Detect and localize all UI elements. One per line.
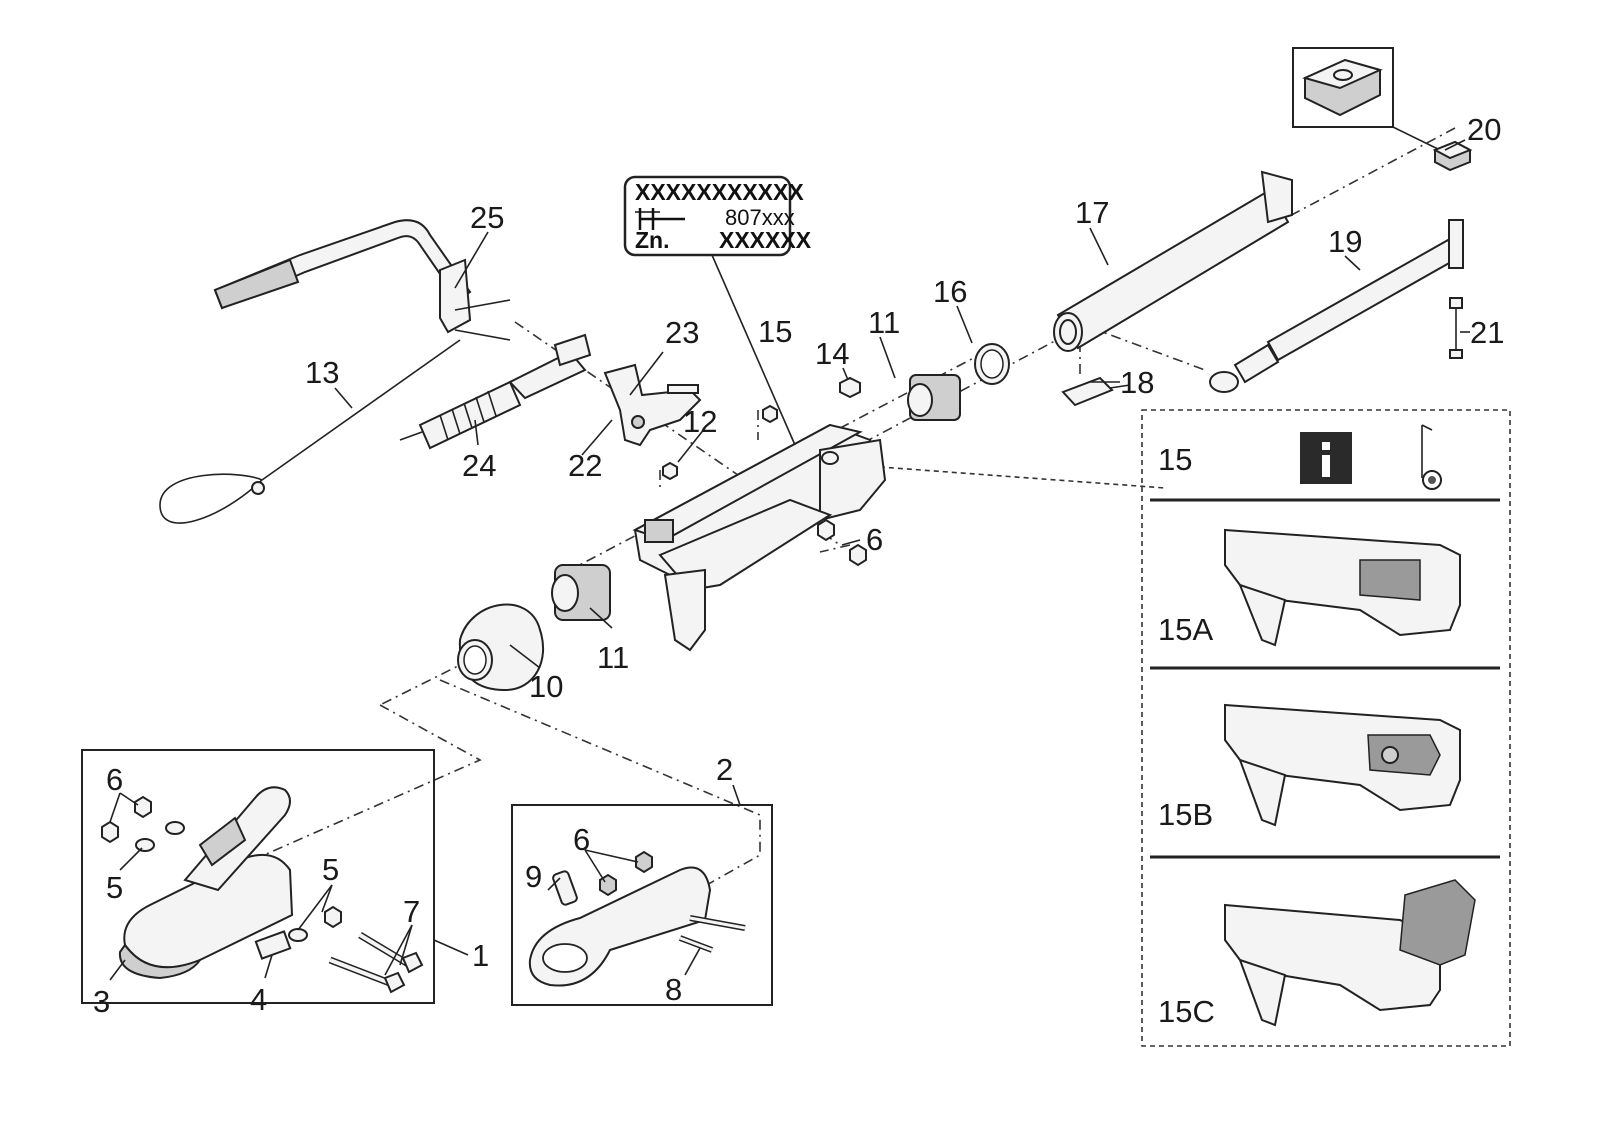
item-11-bushing-lower: [551, 564, 611, 621]
variant-15a: 15A: [1158, 528, 1461, 647]
callout-5b: 5: [322, 852, 339, 887]
item-17-tube: [1053, 170, 1293, 352]
callout-17: 17: [1075, 195, 1109, 230]
coupling-bolts: [328, 931, 424, 994]
variant-15c-label: 15C: [1158, 994, 1215, 1029]
item-15-drawbar-housing: [632, 423, 887, 652]
callout-6c: 6: [866, 522, 883, 557]
callout-5a: 5: [106, 870, 123, 905]
jockey-wheel-icon: [1421, 424, 1442, 490]
callout-2: 2: [716, 752, 733, 787]
callout-numbers: 1 2 3 4 5 5 6 6 6 7 8 9 10 11 11 12 13 1…: [93, 112, 1504, 1019]
item-16-ring: [974, 343, 1010, 385]
info-icon: [1300, 432, 1352, 484]
variant-15a-label: 15A: [1158, 612, 1213, 647]
type-plate-row1-right: XXXXX: [727, 179, 804, 205]
variant-panel: 15 15A 15B: [1141, 409, 1511, 1047]
callout-19: 19: [1328, 224, 1362, 259]
callout-8: 8: [665, 972, 682, 1007]
small-fasteners: [662, 404, 867, 567]
callout-11a: 11: [597, 640, 629, 675]
item-24-spring-cylinder: [399, 333, 592, 450]
item-14-nut: [839, 376, 861, 399]
callout-6b: 6: [573, 822, 590, 857]
callout-22: 22: [568, 448, 602, 483]
callout-6a: 6: [106, 762, 123, 797]
type-plate-row2-right: 807xxx: [725, 205, 795, 230]
callout-20: 20: [1467, 112, 1501, 147]
callout-14: 14: [815, 336, 849, 371]
item-10-bellows: [457, 603, 545, 692]
callout-16: 16: [933, 274, 967, 309]
callout-4: 4: [250, 982, 267, 1017]
callout-23: 23: [665, 315, 699, 350]
callout-3: 3: [93, 984, 110, 1019]
item-11-bushing-upper: [907, 374, 961, 421]
item-13-breakaway-cable: [159, 339, 461, 524]
item-18-clip: [1061, 376, 1131, 407]
type-plate-row3-right: XXXXXX: [719, 227, 812, 253]
callout-13: 13: [305, 355, 339, 390]
callout-9: 9: [525, 859, 542, 894]
variant-15b-label: 15B: [1158, 797, 1213, 832]
items-22-23-latch: [603, 363, 702, 447]
callout-11b: 11: [868, 305, 900, 340]
item-19-spindle: [1209, 219, 1464, 393]
variant-panel-header: 15: [1158, 442, 1192, 477]
spring-coils: [439, 390, 497, 441]
variant-15b: 15B: [1158, 703, 1461, 832]
type-plate-row3-left: Zn.: [635, 227, 670, 253]
callout-1: 1: [472, 938, 489, 973]
callout-18: 18: [1120, 365, 1154, 400]
callout-7: 7: [403, 894, 420, 929]
callout-21: 21: [1470, 315, 1504, 350]
callout-15: 15: [758, 314, 792, 349]
approval-mark-icon: [635, 208, 685, 230]
callout-10: 10: [529, 669, 563, 704]
callout-24: 24: [462, 448, 496, 483]
item-25-handbrake-lever: [213, 219, 511, 341]
type-plate: XXXXXX XXXXX 807xxx Zn. XXXXXX: [623, 175, 812, 446]
leader-lines: [109, 139, 1470, 981]
variant-15c: 15C: [1158, 879, 1476, 1029]
callout-12: 12: [683, 404, 717, 439]
towing-eye-box: [511, 784, 773, 1006]
item-20-inset: [1292, 47, 1473, 172]
type-plate-row1-left: XXXXXX: [635, 179, 728, 205]
callout-25: 25: [470, 200, 504, 235]
coupling-head-box: [81, 749, 469, 1004]
